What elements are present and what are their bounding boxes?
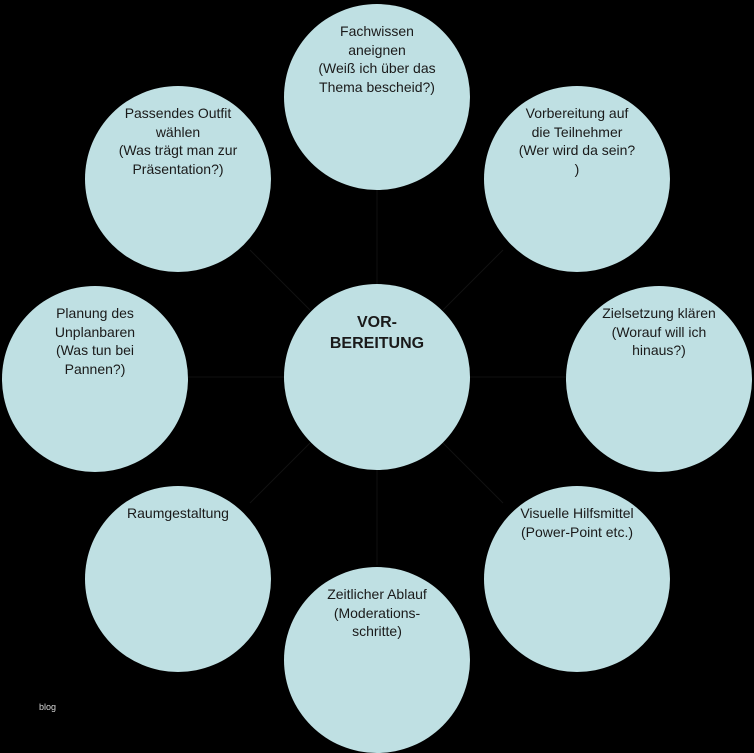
circle-label: Vorbereitung auf die Teilnehmer (Wer wir… bbox=[518, 105, 636, 177]
circle-label: Visuelle Hilfsmittel (Power-Point etc.) bbox=[520, 505, 634, 540]
watermark: blog bbox=[39, 702, 57, 712]
connector-line bbox=[442, 442, 504, 504]
circle-pannen: Planung des Unplanbaren (Was tun bei Pan… bbox=[2, 286, 188, 472]
circle-label: Planung des Unplanbaren (Was tun bei Pan… bbox=[54, 305, 136, 377]
circle-label: Zielsetzung klären (Worauf will ich hina… bbox=[602, 305, 716, 358]
center-label: VOR- BEREITUNG bbox=[329, 314, 425, 352]
circle-zielsetzung: Zielsetzung klären (Worauf will ich hina… bbox=[566, 286, 752, 472]
circle-ablauf: Zeitlicher Ablauf (Moderations- schritte… bbox=[284, 567, 470, 753]
circle-hilfsmittel: Visuelle Hilfsmittel (Power-Point etc.) bbox=[484, 486, 670, 672]
circle-teilnehmer: Vorbereitung auf die Teilnehmer (Wer wir… bbox=[484, 86, 670, 272]
connector-line bbox=[249, 249, 311, 311]
circle-fachwissen: Fachwissen aneignen (Weiß ich über das T… bbox=[284, 4, 470, 190]
connector-line bbox=[249, 442, 311, 504]
circle-label: Passendes Outfit wählen (Was trägt man z… bbox=[118, 105, 238, 177]
circle-label: Fachwissen aneignen (Weiß ich über das T… bbox=[318, 23, 436, 95]
circle-raumgestaltung: Raumgestaltung bbox=[85, 486, 271, 672]
circle-label: Zeitlicher Ablauf (Moderations- schritte… bbox=[327, 586, 427, 639]
connector-line bbox=[442, 249, 504, 311]
circle-outfit: Passendes Outfit wählen (Was trägt man z… bbox=[85, 86, 271, 272]
center-circle-vorbereitung: VOR- BEREITUNG bbox=[284, 284, 470, 470]
circle-label: Raumgestaltung bbox=[127, 505, 229, 521]
